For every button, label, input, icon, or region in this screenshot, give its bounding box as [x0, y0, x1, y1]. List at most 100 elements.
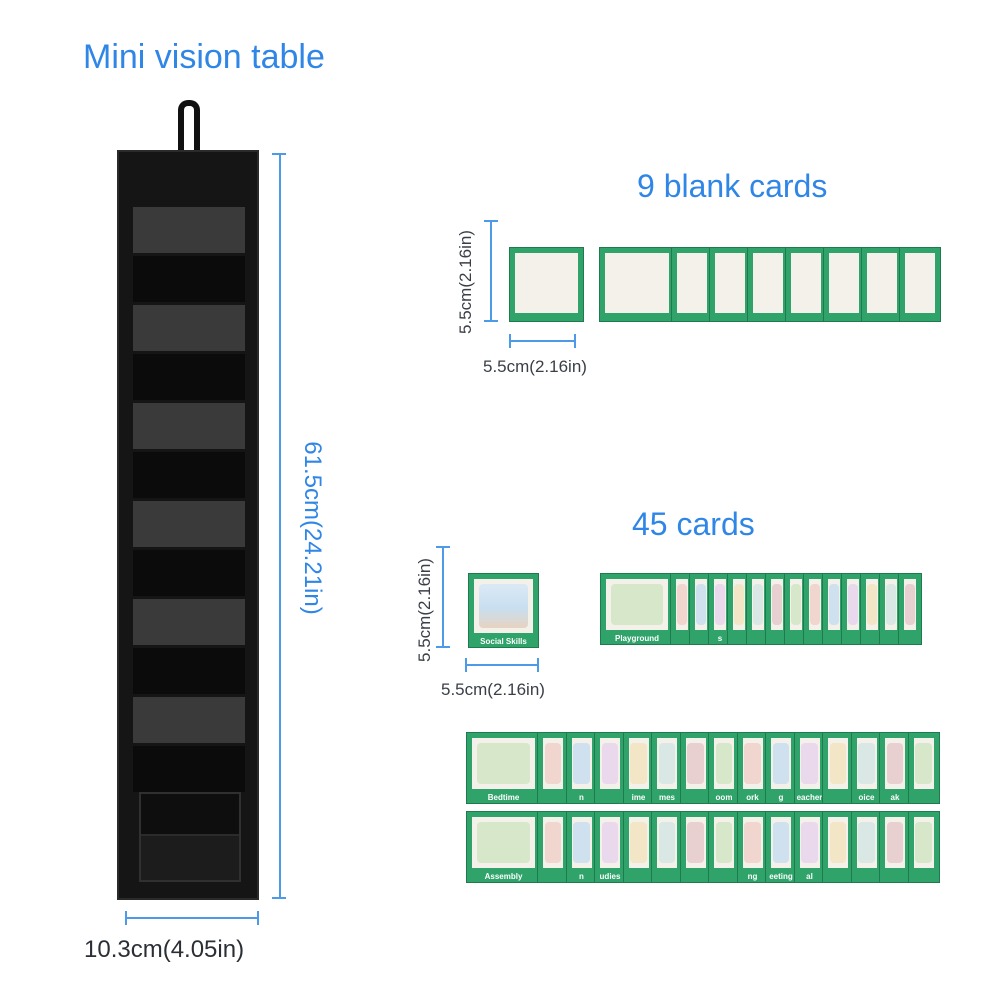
card-label: Assembly: [484, 872, 523, 881]
card-label: g: [778, 793, 784, 802]
picture-card: Playground: [600, 573, 674, 645]
picture-card: [898, 573, 922, 645]
card-illustration: [752, 584, 764, 625]
blank-card: [823, 247, 865, 322]
blank-card-height-label: 5.5cm(2.16in): [456, 230, 475, 334]
picture-card: [822, 732, 854, 804]
card-label: ime: [631, 793, 646, 802]
card-illustration: [772, 822, 790, 863]
blank-card-width-label: 5.5cm(2.16in): [483, 357, 587, 376]
card-label: eacher: [796, 793, 823, 802]
pocket-stripe: [133, 305, 245, 351]
blank-card: [509, 247, 584, 322]
dimension-tick: [574, 334, 576, 348]
card-label: eeting: [769, 872, 793, 881]
card-illustration: [695, 584, 707, 625]
card-illustration: [858, 822, 875, 863]
picture-card: ork: [736, 732, 769, 804]
card-illustration: [885, 584, 897, 625]
card-illustration: [847, 584, 859, 625]
blank-card: [671, 247, 713, 322]
blank-card: [899, 247, 941, 322]
picture-card: oice: [850, 732, 883, 804]
dimension-tick: [484, 320, 498, 322]
pocket-stripe: [133, 207, 245, 253]
storage-pocket: [139, 792, 241, 882]
card-illustration: [886, 743, 904, 784]
hanging-loop: [178, 100, 200, 156]
picture-card: [537, 732, 569, 804]
blank-card: [709, 247, 751, 322]
picture-card-width-line: [466, 664, 538, 666]
card-illustration: [676, 584, 688, 625]
card-label: ork: [746, 793, 759, 802]
pocket-stripe: [133, 354, 245, 400]
pocket-stripe: [133, 501, 245, 547]
dimension-tick: [257, 911, 259, 925]
card-illustration: [858, 743, 875, 784]
card-illustration: [828, 584, 840, 625]
height-dimension-line: [279, 153, 281, 899]
children-illustration: [478, 584, 529, 628]
card-illustration: [771, 584, 783, 625]
pocket-stripe: [133, 648, 245, 694]
picture-card: ng: [736, 811, 769, 883]
card-label: Bedtime: [487, 793, 520, 802]
card-illustration: [477, 822, 530, 863]
page-title: Mini vision table: [83, 38, 325, 76]
dimension-tick: [509, 334, 511, 348]
picture-card: al: [793, 811, 826, 883]
picture-card-width-label: 5.5cm(2.16in): [441, 680, 545, 699]
card-label: s: [717, 634, 723, 643]
dimension-tick: [436, 546, 450, 548]
organizer-width-label: 10.3cm(4.05in): [84, 936, 245, 963]
picture-card: n: [565, 732, 598, 804]
picture-card: mes: [651, 732, 683, 804]
pocket-stripe: [133, 403, 245, 449]
picture-card: [594, 732, 626, 804]
card-label: n: [579, 793, 584, 802]
card-label: oom: [715, 793, 733, 802]
picture-card: Assembly: [466, 811, 541, 883]
picture-cards-heading: 45 cards: [632, 506, 755, 542]
card-label: udies: [599, 872, 621, 881]
card-illustration: [915, 822, 932, 863]
picture-card: [708, 811, 740, 883]
card-illustration: [658, 743, 676, 784]
picture-card: [537, 811, 569, 883]
picture-card: [907, 811, 940, 883]
picture-card: [679, 732, 712, 804]
picture-card: [822, 811, 854, 883]
dimension-tick: [484, 220, 498, 222]
card-label: Playground: [614, 634, 659, 643]
card-label: mes: [658, 793, 675, 802]
picture-card: eacher: [793, 732, 826, 804]
width-dimension-line: [126, 917, 258, 919]
pocket-stripe: [133, 452, 245, 498]
picture-card-height-line: [442, 546, 444, 648]
card-label: oice: [858, 793, 875, 802]
blank-cards-heading: 9 blank cards: [637, 168, 828, 204]
card-illustration: [829, 822, 847, 863]
picture-card: [879, 811, 911, 883]
pocket-stripe: [133, 256, 245, 302]
card-illustration: [801, 743, 818, 784]
card-illustration: [714, 584, 726, 625]
card-illustration: [630, 743, 647, 784]
hanging-organizer: [117, 150, 259, 900]
dimension-tick: [272, 897, 286, 899]
picture-card: [907, 732, 940, 804]
picture-card: oom: [708, 732, 740, 804]
blank-card-height-line: [490, 220, 492, 322]
dimension-tick: [125, 911, 127, 925]
card-illustration: [886, 822, 904, 863]
dimension-tick: [272, 153, 286, 155]
card-illustration: [744, 822, 761, 863]
card-illustration: [544, 822, 562, 863]
card-illustration: [904, 584, 916, 625]
card-label: ak: [890, 793, 900, 802]
card-label: n: [579, 872, 584, 881]
picture-card: ime: [622, 732, 655, 804]
card-illustration: [801, 822, 818, 863]
card-illustration: [573, 743, 590, 784]
